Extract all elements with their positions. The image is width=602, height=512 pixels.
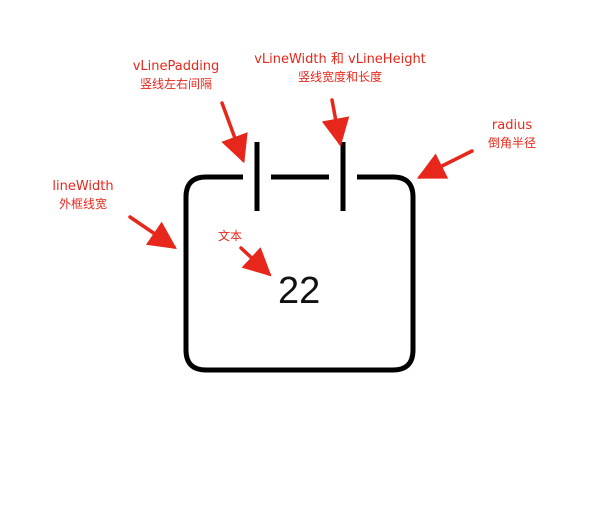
- vline-size-name: vLineWidth 和 vLineHeight: [254, 52, 426, 67]
- vlinepadding-name: vLinePadding: [132, 59, 220, 74]
- arrow-icon: [220, 101, 248, 164]
- arrow-icon: [416, 149, 474, 179]
- vlinepadding-desc: 竖线左右间隔: [139, 76, 212, 91]
- vline-size-desc: 竖线宽度和长度: [297, 69, 382, 84]
- linewidth-annotation: lineWidth 外框线宽: [38, 178, 128, 212]
- linewidth-name: lineWidth: [52, 179, 114, 194]
- radius-desc: 倒角半径: [487, 135, 536, 150]
- radius-annotation: radius 倒角半径: [472, 117, 552, 151]
- arrow-icon: [128, 98, 474, 277]
- arrow-icon: [128, 215, 177, 249]
- radius-name: radius: [491, 118, 533, 133]
- text-annotation: 文本: [208, 228, 252, 244]
- date-number: 22: [278, 270, 321, 312]
- text-desc: 文本: [217, 229, 242, 243]
- vline-size-annotation: vLineWidth 和 vLineHeight 竖线宽度和长度: [244, 51, 436, 85]
- frame-border: [183, 174, 416, 373]
- linewidth-desc: 外框线宽: [58, 196, 107, 211]
- arrow-icon: [239, 246, 272, 277]
- arrow-icon: [321, 98, 350, 147]
- vlinepadding-annotation: vLinePadding 竖线左右间隔: [116, 58, 236, 92]
